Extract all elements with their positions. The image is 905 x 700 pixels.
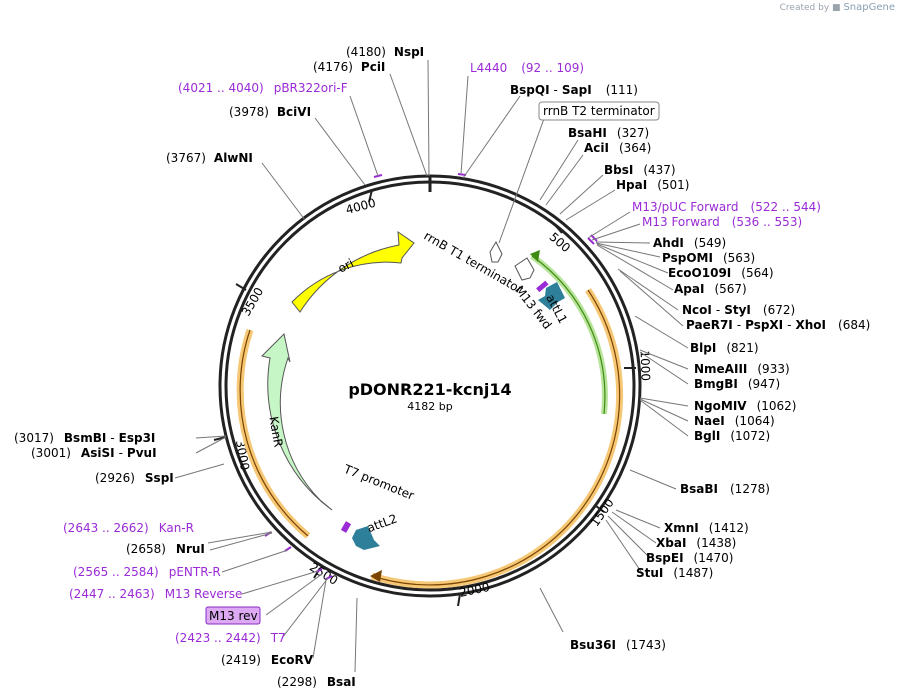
site-ncoi: NcoI-StyI(672) (682, 303, 795, 317)
attl2-mark (340, 521, 352, 533)
insert-green-arrowhead (530, 250, 540, 262)
site-hpai: HpaI(501) (616, 178, 689, 192)
site-labels: (4180)NspI (4176)PciI (3978)BciVI (3767)… (14, 45, 870, 689)
primer-l4440: L4440(92 .. 109) (470, 61, 584, 75)
site-pcii: (4176)PciI (313, 60, 385, 74)
site-bsmbi: (3017)BsmBI-Esp3I (14, 431, 155, 445)
watermark-prefix: Created by (779, 3, 830, 13)
primer-m13-puc-forward: M13/pUC Forward(522 .. 544) (632, 200, 821, 214)
primer-pentr-r: (2565 .. 2584)pENTR-R (73, 565, 221, 579)
site-bbsi: BbsI(437) (604, 163, 676, 177)
site-sspi: (2926)SspI (95, 471, 174, 485)
rrnb-t2-box (538, 101, 660, 121)
primer-kan-r: (2643 .. 2662)Kan-R (63, 521, 194, 535)
insert-orange-arc-right (370, 288, 624, 589)
site-naei: NaeI(1064) (694, 414, 775, 428)
kanr-arrow (261, 332, 333, 511)
site-xbai: XbaI(1438) (656, 536, 736, 550)
plasmid-name: pDONR221-kcnj14 (348, 380, 511, 399)
insert-orange-arc-right-line (371, 289, 621, 586)
site-bmgbi: BmgBI(947) (694, 377, 780, 391)
site-bsai: (2298)BsaI (277, 675, 356, 689)
site-bsahi: BsaHI(327) (568, 126, 649, 140)
site-acii: AciI(364) (584, 141, 651, 155)
site-blpi: BlpI(821) (690, 341, 759, 355)
site-nspi: (4180)NspI (346, 45, 424, 59)
primer-labels: (4021 .. 4040)pBR322ori-F L4440(92 .. 10… (63, 61, 821, 645)
primer-m13-forward: M13 Forward(536 .. 553) (642, 215, 802, 229)
primer-t7: (2423 .. 2442)T7 (175, 631, 286, 645)
site-nmeaiii: NmeAIII(933) (694, 362, 790, 376)
site-ecoo109i: EcoO109I(564) (668, 266, 774, 280)
t7-promoter-label: T7 promoter (341, 462, 416, 503)
primer-m13-reverse: (2447 .. 2463)M13 Reverse (69, 587, 242, 601)
attl2-label: attL2 (365, 511, 399, 535)
kanr-label: KanR (266, 415, 285, 448)
site-stui: StuI(1487) (636, 566, 713, 580)
rrnb-t1-arrow (514, 257, 535, 281)
tick-500: 500 (547, 230, 574, 255)
site-paer7i: PaeR7I-PspXI-XhoI(684) (686, 318, 870, 332)
site-pspomi: PspOMI(563) (662, 251, 755, 265)
site-ngomiv: NgoMIV(1062) (694, 399, 796, 413)
rrnb-t2-arrow (489, 240, 503, 263)
site-bspqi: BspQI-SapI(111) (510, 83, 638, 97)
site-ahdi: AhdI(549) (653, 236, 726, 250)
site-asisi: (3001)AsiSI-PvuI (31, 446, 157, 460)
snapgene-watermark: Created by ■ SnapGene (780, 2, 895, 13)
insert-orange-arc-left-line (239, 329, 309, 537)
plasmid-size: 4182 bp (407, 400, 452, 413)
site-ecorv: (2419)EcoRV (221, 653, 314, 667)
insert-arrowhead (370, 570, 382, 582)
m13-rev-label: M13 rev (209, 609, 258, 623)
site-apai: ApaI(567) (674, 282, 747, 296)
ori-arrow (291, 230, 415, 313)
attl1-mark (536, 280, 549, 293)
leader-lines (174, 59, 689, 673)
primer-pbr322ori-f: (4021 .. 4040)pBR322ori-F (178, 81, 348, 95)
rrnb-t1-label: rrnB T1 terminator (421, 229, 525, 297)
site-xmni: XmnI(1412) (664, 521, 749, 535)
site-bsabi: BsaBI(1278) (680, 482, 770, 496)
site-bgli: BglI(1072) (694, 429, 770, 443)
snapgene-logo-icon: ■ (832, 3, 841, 13)
watermark-brand: SnapGene (843, 2, 895, 13)
site-bsu36i: Bsu36I(1743) (570, 638, 666, 652)
ori-label: ori (336, 256, 356, 276)
attl1-arrow (538, 282, 565, 310)
site-bcivi: (3978)BciVI (229, 105, 311, 119)
attl2-arrow (352, 526, 380, 550)
site-bspei: BspEI(1470) (646, 551, 733, 565)
m13-rev-box (205, 606, 261, 625)
site-nrui: (2658)NruI (126, 542, 205, 556)
rrnb-t2-label: rrnB T2 terminator (543, 104, 655, 118)
insert-green-arc-line (531, 255, 606, 415)
site-alwni: (3767)AlwNI (166, 151, 253, 165)
